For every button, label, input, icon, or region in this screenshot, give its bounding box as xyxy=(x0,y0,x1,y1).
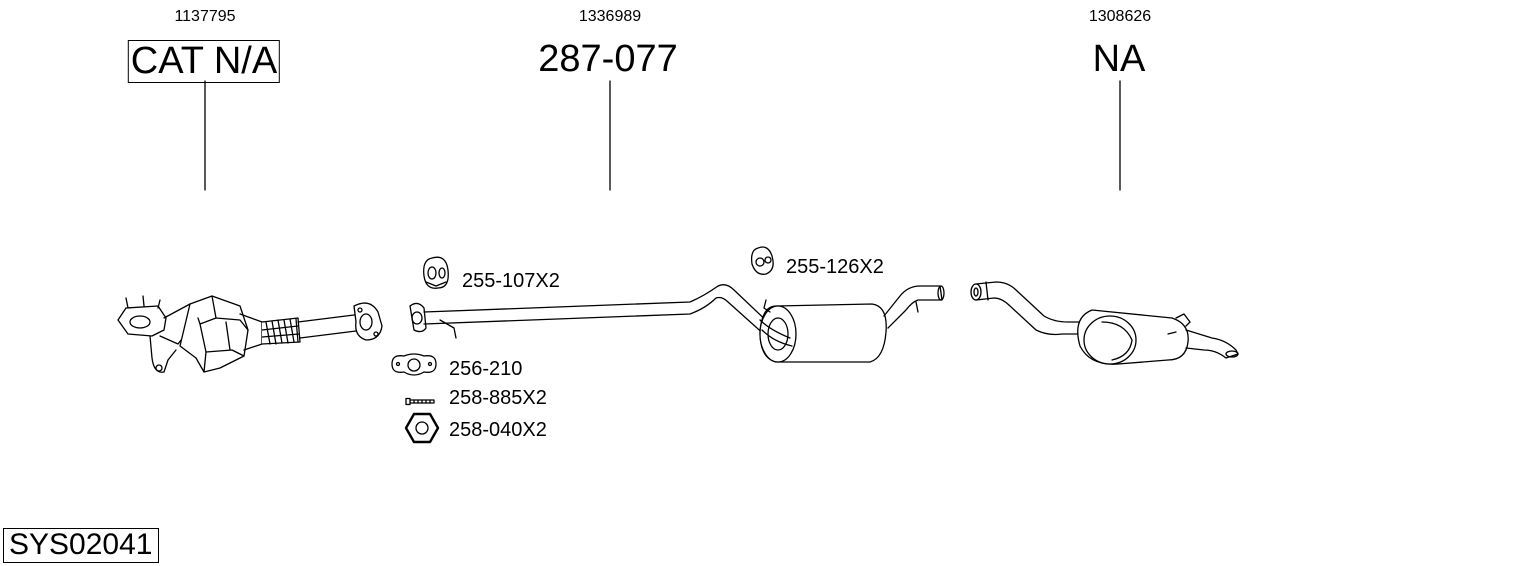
catalytic-converter-drawing[interactable] xyxy=(117,295,383,373)
accessory-label-gasket[interactable]: 256-210 xyxy=(449,358,523,380)
accessory-label-hanger-rear[interactable]: 255-126X2 xyxy=(786,256,884,278)
oe-number-middle-silencer: 1336989 xyxy=(578,8,642,25)
oe-number-rear-silencer: 1308626 xyxy=(1088,8,1152,25)
part-number-middle-silencer[interactable]: 287-077 xyxy=(538,38,678,80)
middle-silencer-drawing[interactable] xyxy=(409,284,945,363)
system-code: SYS02041 xyxy=(3,528,160,563)
accessory-label-nut[interactable]: 258-040X2 xyxy=(449,419,547,441)
gasket-icon[interactable] xyxy=(391,353,437,376)
part-number-rear-silencer[interactable]: NA xyxy=(1092,38,1146,80)
accessory-label-hanger-front[interactable]: 255-107X2 xyxy=(462,270,560,292)
accessory-label-bolt[interactable]: 258-885X2 xyxy=(449,387,547,409)
oe-number-catalytic-converter: 1137795 xyxy=(174,8,236,25)
rubber-hanger-icon[interactable] xyxy=(423,256,449,289)
part-number-catalytic-converter[interactable]: CAT N/A xyxy=(127,40,281,83)
rubber-hanger-icon[interactable] xyxy=(750,246,774,275)
nut-icon[interactable] xyxy=(404,412,440,444)
rear-silencer-drawing[interactable] xyxy=(970,281,1239,365)
bolt-icon[interactable] xyxy=(405,397,435,406)
